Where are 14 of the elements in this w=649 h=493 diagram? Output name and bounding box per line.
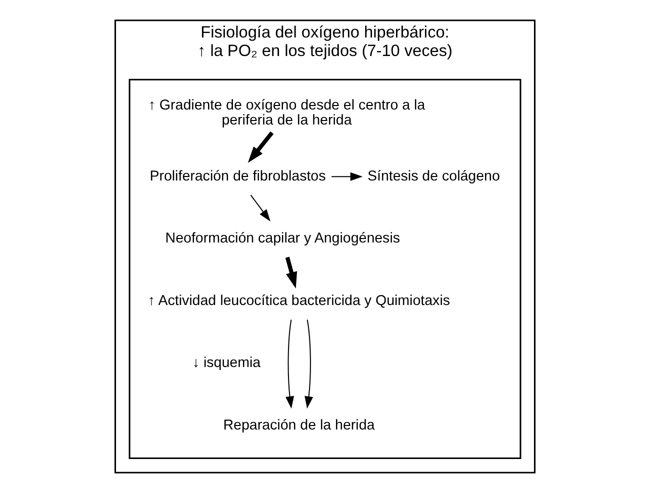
arrow	[285, 320, 294, 409]
arrow	[250, 194, 270, 222]
node-text: Síntesis de colágeno	[366, 168, 500, 184]
arrow	[331, 172, 362, 181]
node-text: ↑ Gradiente de oxígeno desde el centro a la periferia de la herida	[148, 97, 425, 129]
arrow	[284, 256, 297, 288]
node-text: Neoformación capilar y Angiogénesis	[164, 230, 400, 247]
cluster	[128, 78, 521, 460]
arrow	[247, 131, 274, 163]
node-text: ↓ isquemia	[192, 355, 260, 372]
node-text: ↑ Actividad leucocítica bactericida y Quimiotaxis	[147, 292, 450, 309]
arrow	[304, 320, 313, 409]
node-text: Reparación de la herida	[222, 417, 374, 434]
node-text: Proliferación de fibroblastos	[149, 168, 326, 184]
